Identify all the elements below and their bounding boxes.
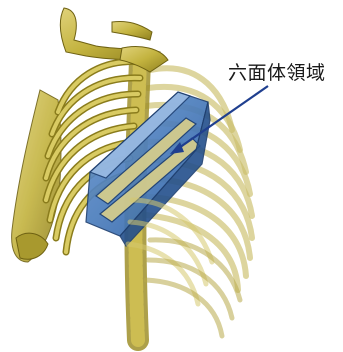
hexahedron-region-label: 六面体領域: [228, 58, 326, 85]
